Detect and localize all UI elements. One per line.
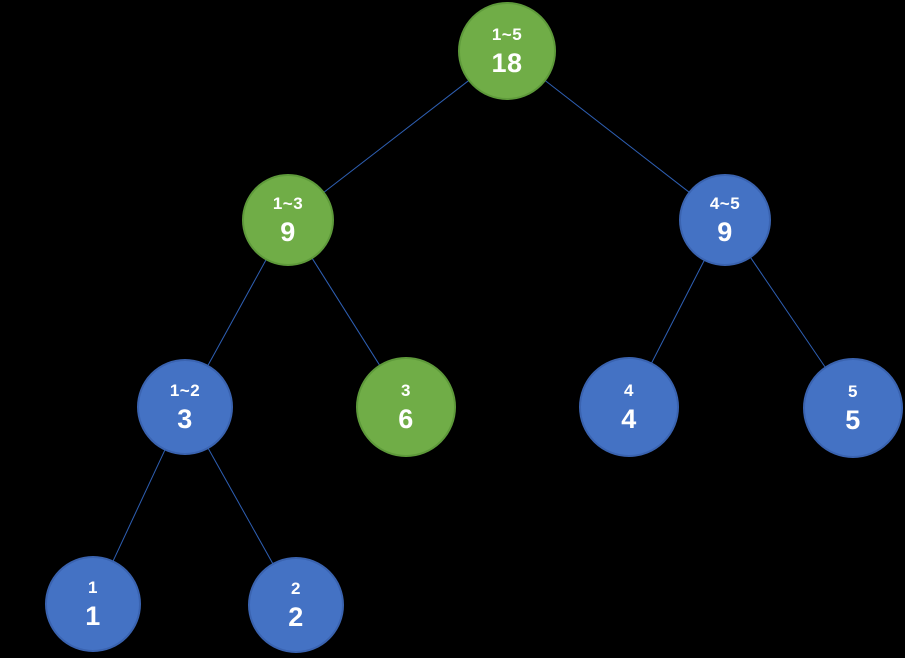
- node-value-label: 3: [177, 403, 193, 434]
- node-value-label: 9: [280, 216, 296, 247]
- node-value-label: 9: [717, 216, 733, 247]
- node-value-label: 1: [85, 600, 101, 631]
- node-range-label: 1: [88, 577, 98, 597]
- node-range-label: 5: [848, 381, 858, 401]
- node-range-label: 1~2: [169, 380, 201, 400]
- tree-edge-n13-to-n3: [311, 257, 381, 366]
- node-range-label: 3: [401, 380, 411, 400]
- node-range-label: 2: [291, 578, 301, 598]
- node-value-label: 5: [845, 404, 861, 435]
- tree-edge-n13-to-n12: [207, 259, 267, 367]
- tree-edge-n12-to-n1: [112, 449, 166, 562]
- tree-edge-root-to-n13: [323, 79, 470, 193]
- node-value-label: 2: [288, 601, 304, 632]
- node-range-label: 4~5: [709, 193, 741, 213]
- tree-edge-n12-to-n2: [207, 447, 274, 565]
- node-value-label: 18: [491, 47, 523, 78]
- node-value-label: 6: [398, 403, 414, 434]
- node-range-label: 4: [624, 380, 634, 400]
- tree-edge-n45-to-n4: [650, 259, 705, 364]
- tree-edge-root-to-n45: [544, 80, 690, 193]
- node-range-label: 1~3: [272, 193, 304, 213]
- node-range-label: 1~5: [491, 24, 523, 44]
- node-value-label: 4: [621, 403, 637, 434]
- tree-edge-n45-to-n5: [749, 256, 826, 368]
